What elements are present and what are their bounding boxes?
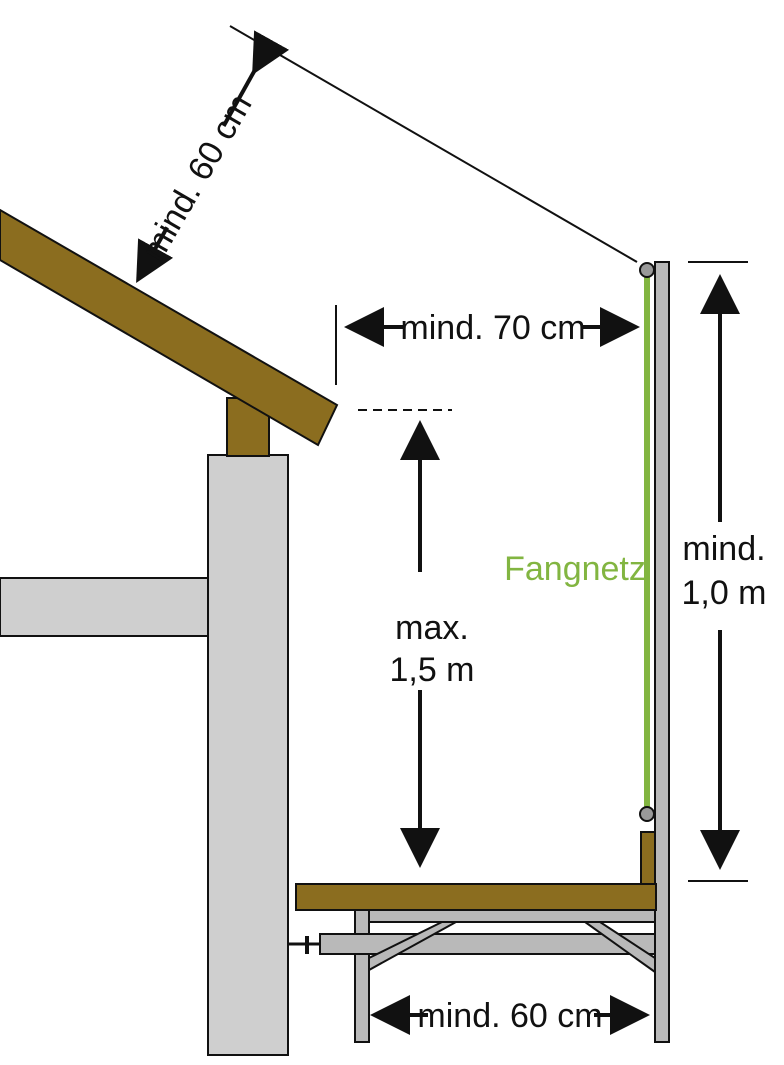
scaffold-platform	[295, 883, 657, 911]
max-height-label-2: 1,5 m	[389, 651, 474, 689]
roof-clearance-label: mind. 60 cm	[134, 88, 260, 267]
scaffold-frame-top	[354, 909, 656, 923]
gap-label: mind. 70 cm	[400, 309, 585, 347]
max-height-label-1: max.	[395, 609, 469, 647]
roof-clearance-label-bg	[147, 115, 245, 239]
roof-rafter	[0, 208, 339, 447]
guard-post	[654, 261, 670, 1043]
net-anchor-top	[639, 262, 655, 278]
building-wall	[207, 454, 289, 1056]
guard-height-label-1: mind.	[682, 530, 765, 568]
platform-width-label: mind. 60 cm	[417, 997, 602, 1035]
scaffold-leg-left	[354, 909, 370, 1043]
guard-height-label-2: 1,0 m	[681, 574, 766, 612]
wall-slab-join	[209, 578, 219, 636]
toe-board	[640, 831, 656, 885]
scaffold-brace-right	[581, 921, 656, 974]
clearance-line	[229, 25, 638, 263]
scaffold-brace-left	[368, 921, 457, 972]
net-anchor-bottom	[639, 806, 655, 822]
net-label: Fangnetz	[504, 550, 646, 588]
building-slab	[0, 577, 213, 637]
